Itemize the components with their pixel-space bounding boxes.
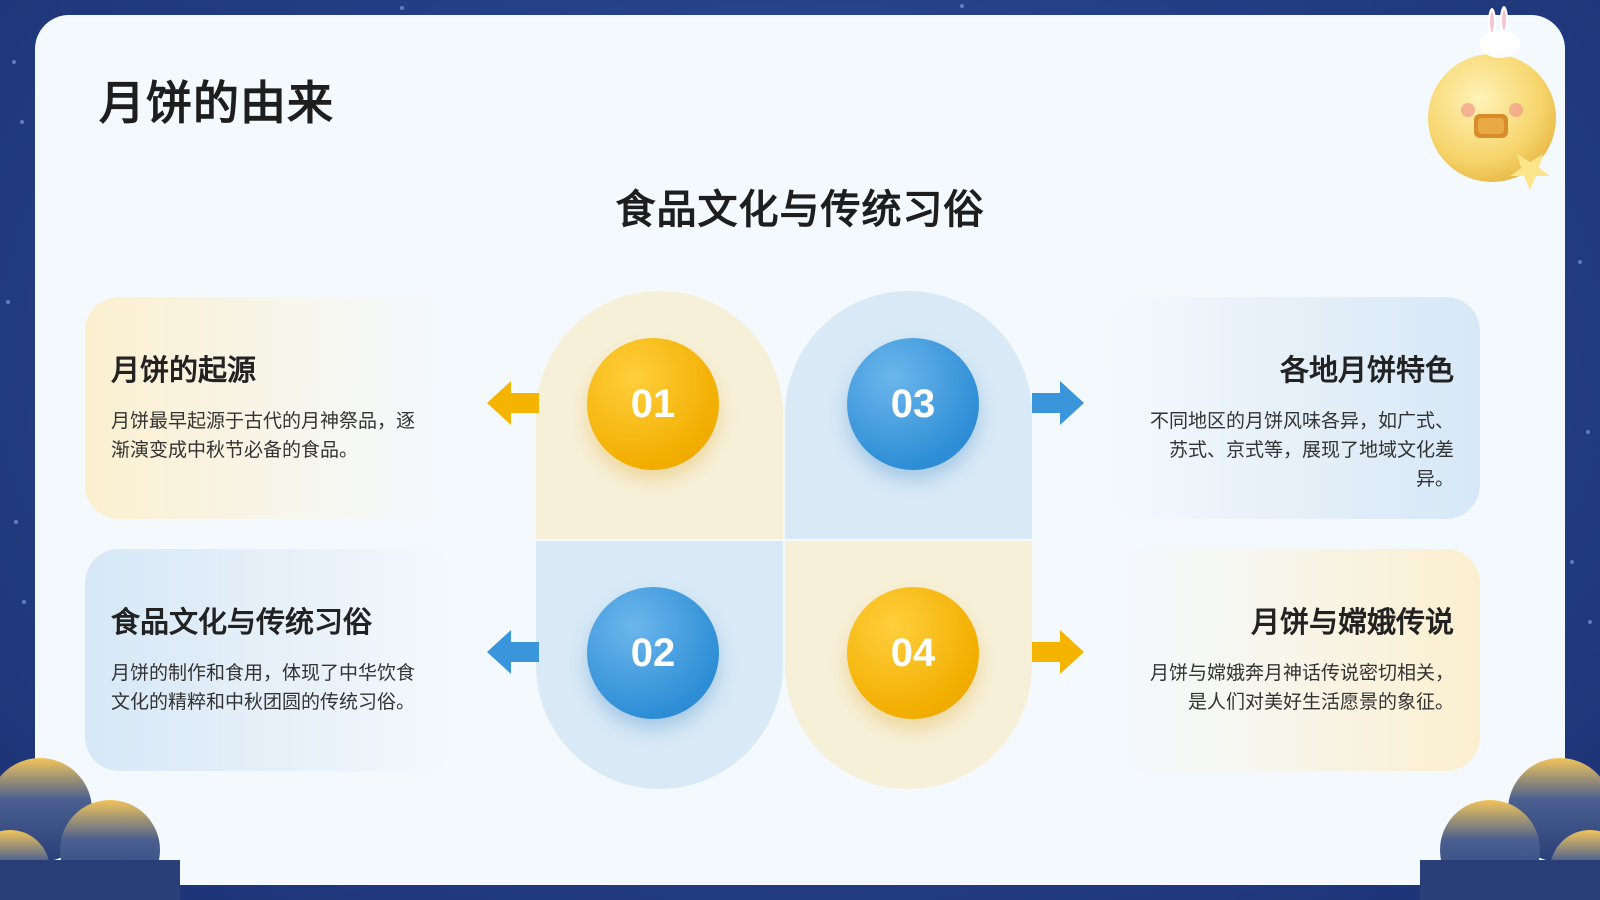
info-card-03: 各地月饼特色 不同地区的月饼风味各异，如广式、苏式、京式等，展现了地域文化差异。 [1110,297,1480,519]
section-subtitle: 食品文化与传统习俗 [615,187,985,233]
info-text: 月饼与嫦娥奔月神话传说密切相关，是人们对美好生活愿景的象征。 [1149,662,1454,713]
info-heading: 月饼与嫦娥传说 [1250,605,1454,639]
info-card-04: 月饼与嫦娥传说 月饼与嫦娥奔月神话传说密切相关，是人们对美好生活愿景的象征。 [1110,549,1480,771]
number-badge-03: 03 [847,338,979,470]
cloud-icon [1420,758,1600,900]
info-card-01: 月饼的起源 月饼最早起源于古代的月神祭品，逐渐演变成中秋节必备的食品。 [85,297,455,519]
arrow-right-icon [1032,630,1084,674]
info-card-02: 食品文化与传统习俗 月饼的制作和食用，体现了中华饮食文化的精粹和中秋团圆的传统习… [85,549,455,771]
moon-rabbit-icon [1428,6,1556,190]
page-title: 月饼的由来 [99,76,334,130]
info-text: 不同地区的月饼风味各异，如广式、苏式、京式等，展现了地域文化差异。 [1149,410,1454,490]
cloud-icon [0,758,180,900]
slide-card: 月饼的由来 食品文化与传统习俗 月饼的起源 月饼最早起源于古代的月神祭品，逐渐演… [35,15,1565,885]
arrow-right-icon [1032,381,1084,425]
arrow-left-icon [487,630,539,674]
number-badge-04: 04 [847,587,979,719]
info-heading: 各地月饼特色 [1279,353,1454,387]
info-text: 月饼最早起源于古代的月神祭品，逐渐演变成中秋节必备的食品。 [111,410,416,461]
number-badge-01: 01 [587,338,719,470]
info-text: 月饼的制作和食用，体现了中华饮食文化的精粹和中秋团圆的传统习俗。 [111,662,416,713]
star-icon [1510,154,1550,190]
info-heading: 食品文化与传统习俗 [111,605,373,639]
arrow-left-icon [487,381,539,425]
info-heading: 月饼的起源 [111,353,257,387]
number-badge-02: 02 [587,587,719,719]
